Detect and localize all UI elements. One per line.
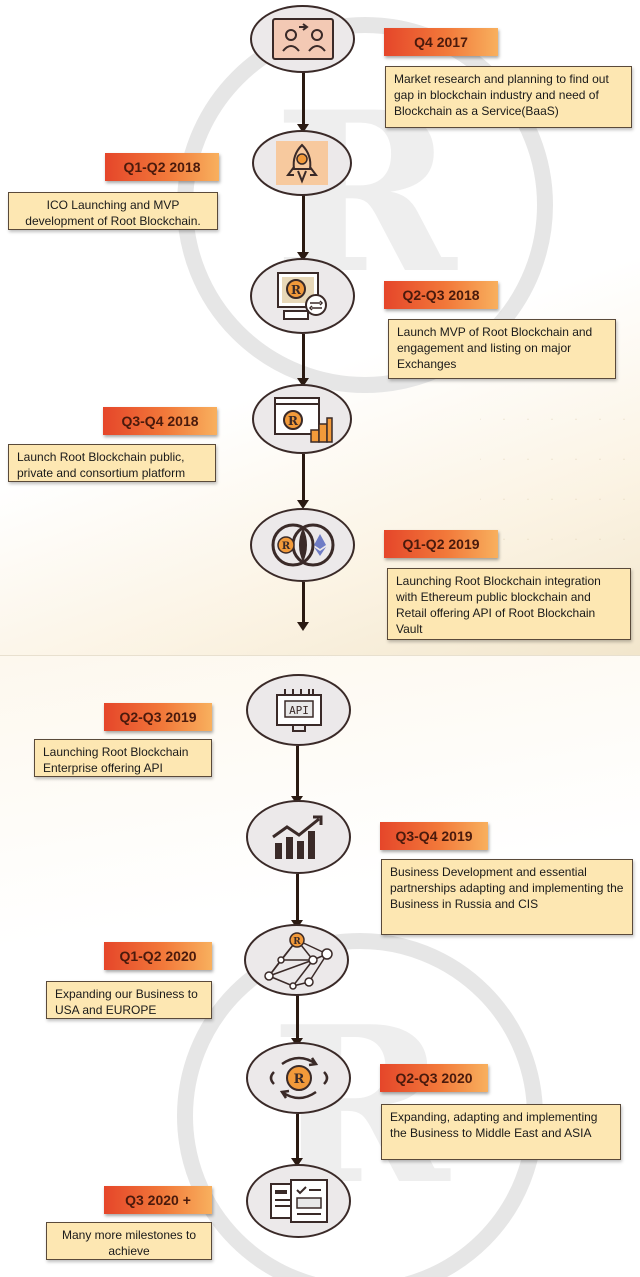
hex-pattern: [480, 380, 640, 580]
timeline-connector: [296, 994, 299, 1040]
milestone-period: Q2-Q3 2018: [384, 281, 498, 309]
milestone-description: Business Development and essential partn…: [381, 859, 633, 935]
milestone-description: Launching Root Blockchain Enterprise off…: [34, 739, 212, 777]
milestone-period: Q3-Q4 2019: [380, 822, 488, 850]
documents-icon: [246, 1164, 351, 1238]
timeline-arrow: [291, 1158, 303, 1167]
timeline-connector: [296, 746, 299, 798]
milestone-description: ICO Launching and MVP development of Roo…: [8, 192, 218, 230]
timeline-arrow: [297, 124, 309, 133]
milestone-period: Q1-Q2 2020: [104, 942, 212, 970]
milestone-description: Expanding our Business to USA and EUROPE: [46, 981, 212, 1019]
milestone-description: Expanding, adapting and implementing the…: [381, 1104, 621, 1160]
watermark-logo: R: [177, 933, 543, 1277]
milestone-description: Many more milestones to achieve: [46, 1222, 212, 1260]
exchange-coin-icon: R: [250, 258, 355, 334]
api-chip-icon: API: [246, 674, 351, 746]
milestone-description: Launch Root Blockchain public, private a…: [8, 444, 216, 482]
svg-text:R: R: [291, 283, 302, 297]
timeline-arrow: [297, 378, 309, 387]
timeline-arrow: [297, 622, 309, 631]
milestone-period: Q1-Q2 2019: [384, 530, 498, 558]
timeline-connector: [296, 874, 299, 922]
global-expansion-icon: R: [246, 1042, 351, 1114]
milestone-period: Q1-Q2 2018: [105, 153, 219, 181]
svg-text:R: R: [293, 1072, 304, 1087]
timeline-arrow: [297, 252, 309, 261]
svg-text:R: R: [288, 414, 299, 428]
timeline-connector: [302, 334, 305, 380]
rocket-launch-icon: [252, 130, 352, 196]
network-nodes-icon: R: [244, 924, 349, 996]
timeline-connector: [302, 194, 305, 254]
timeline-connector: [302, 582, 305, 624]
milestone-period: Q3 2020 +: [104, 1186, 212, 1214]
milestone-period: Q3-Q4 2018: [103, 407, 217, 435]
growth-chart-icon: [246, 800, 351, 874]
milestone-description: Launch MVP of Root Blockchain and engage…: [388, 319, 616, 379]
timeline-connector: [296, 1114, 299, 1160]
milestone-period: Q2-Q3 2020: [380, 1064, 488, 1092]
roadmap-panel-top: R Q4 2017 Market research and planning t…: [0, 0, 640, 655]
milestone-description: Launching Root Blockchain integration wi…: [387, 568, 631, 640]
research-planning-icon: [250, 5, 355, 73]
svg-text:R: R: [281, 541, 290, 552]
milestone-period: Q4 2017: [384, 28, 498, 56]
platform-coins-icon: R: [252, 384, 352, 454]
roadmap-panel-bottom: R API Q2-Q3 2019 Launching Root Blockcha…: [0, 655, 640, 1277]
timeline-connector: [302, 68, 305, 126]
timeline-arrow: [297, 500, 309, 509]
timeline-connector: [302, 454, 305, 502]
ethereum-integration-icon: R: [250, 508, 355, 582]
svg-text:API: API: [289, 704, 309, 717]
svg-text:R: R: [293, 937, 301, 947]
milestone-period: Q2-Q3 2019: [104, 703, 212, 731]
milestone-description: Market research and planning to find out…: [385, 66, 632, 128]
